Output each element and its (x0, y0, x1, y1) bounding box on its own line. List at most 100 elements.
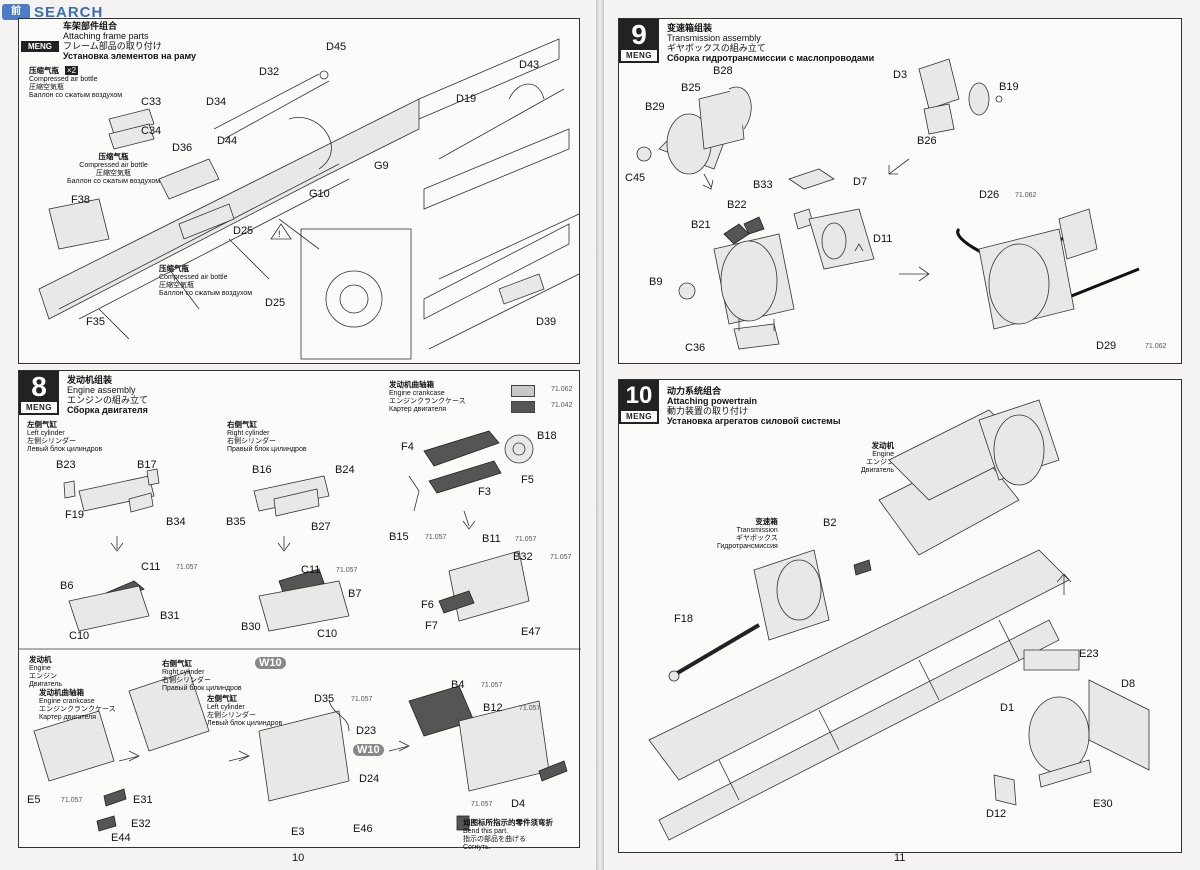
label-d26: D26 (979, 189, 1000, 201)
label-c11a: C11 (141, 561, 161, 573)
trans-title-ru: Сборка гидротрансмиссии с маслопроводами (667, 53, 875, 63)
label-c11b: C11 (301, 564, 321, 576)
bottle1-cn: 压缩气瓶 (29, 66, 59, 75)
bottle1-multiplier: ×2 (64, 66, 79, 75)
sub-crank-cn: 发动机曲轴箱 (39, 688, 84, 697)
label-d23: D23 (356, 725, 377, 737)
paint-c11b: 71.057 (336, 567, 358, 574)
paint-swatch-light (511, 385, 535, 397)
bend-en: Bend this part. (463, 828, 509, 835)
label-b31: B31 (160, 610, 180, 622)
crank-en: Engine crankcase (389, 390, 445, 397)
paint-swatch-dark (511, 401, 535, 413)
label-f7: F7 (425, 620, 438, 632)
step-9-number: 9 (631, 19, 647, 50)
w10-badge: W10 (255, 657, 286, 669)
power-trans-cn: 变速箱 (755, 517, 778, 526)
trans-title-cn: 变速箱组装 (667, 23, 713, 33)
label-f38: F38 (71, 194, 90, 206)
label-b24: B24 (335, 464, 355, 476)
label-d11: D11 (873, 233, 893, 245)
label-c45: C45 (625, 172, 646, 184)
powertrain-drawing (648, 399, 1150, 841)
paint-b11: 71.057 (515, 536, 537, 543)
label-c33: C33 (141, 96, 162, 108)
label-e3: E3 (291, 826, 305, 838)
sub-engine-jp: エンジン (29, 673, 57, 680)
bottle1-jp: 圧縮空気瓶 (29, 84, 64, 91)
engine-title-jp: エンジンの組み立て (67, 395, 149, 405)
svg-text:!: ! (278, 229, 281, 239)
crank-ru: Картер двигателя (389, 406, 447, 413)
label-w10b: W10 (353, 744, 384, 756)
bottle3-cn: 压缩气瓶 (159, 264, 189, 273)
step-10-brand: MENG (621, 411, 657, 422)
paint-b32: 71.057 (550, 554, 572, 561)
sub-lc-cn: 左侧气缸 (207, 694, 237, 703)
paint-e5: 71.057 (61, 797, 83, 804)
left-cyl-caption-2: 左侧气缸 Left cylinder 左側シリンダー Левый блок ци… (207, 695, 282, 728)
watermark-logo-icon: 前 (2, 4, 30, 20)
label-e47: E47 (521, 626, 541, 638)
step-10-badge: 10 MENG (619, 380, 659, 424)
engine-assembly-drawing (19, 430, 581, 832)
right-cyl-ru: Правый блок цилиндров (227, 446, 307, 453)
label-d45: D45 (326, 41, 347, 53)
paint-code-2: 71.042 (551, 402, 573, 409)
label-d32: D32 (259, 66, 280, 78)
label-f5: F5 (521, 474, 534, 486)
label-e30: E30 (1093, 798, 1113, 810)
sub-rc-en: Right cylinder (162, 669, 205, 676)
bottle3-jp: 圧縮空気瓶 (159, 282, 194, 289)
watermark-text: SEARCH (34, 4, 104, 21)
bottle1-ru: Баллон со сжатым воздухом (29, 92, 123, 99)
label-c36: C36 (685, 342, 706, 354)
frame-step-panel: MENG 车架部件组合 Attaching frame parts フレーム部品… (18, 18, 580, 364)
engine-title-en: Engine assembly (67, 385, 136, 395)
engine-caption: 发动机 Engine エンジン Двигатель (29, 656, 62, 689)
sub-lc-en: Left cylinder (207, 704, 245, 711)
label-d35: D35 (314, 693, 335, 705)
right-cylinder-caption: 右侧气缸 Right cylinder 右側シリンダー Правый блок … (227, 421, 307, 454)
frame-assembly-drawing: ! (38, 38, 580, 360)
sub-engine-ru: Двигатель (29, 681, 63, 688)
paint-d26: 71.062 (1015, 192, 1037, 199)
label-b17: B17 (137, 459, 157, 471)
label-c10b: C10 (317, 628, 338, 640)
label-d12: D12 (986, 808, 1007, 820)
right-page-number: 11 (894, 852, 906, 864)
sub-rc-jp: 右側シリンダー (162, 677, 211, 684)
paint-d29: 71.062 (1145, 343, 1167, 350)
label-f19: F19 (65, 509, 84, 521)
label-d34: D34 (206, 96, 227, 108)
power-trans-ru: Гидротрансмиссия (717, 543, 778, 550)
right-cyl-caption-2: 右侧气缸 Right cylinder 右側シリンダー Правый блок … (162, 660, 242, 693)
power-engine-cn: 发动机 (871, 441, 895, 450)
label-b21: B21 (691, 219, 711, 231)
label-f18: F18 (674, 613, 693, 625)
paint-code-1: 71.062 (551, 386, 573, 393)
label-e46: E46 (353, 823, 373, 835)
engine-step-title: 发动机组装 Engine assembly エンジンの組み立て Сборка д… (67, 375, 148, 415)
label-g9: G9 (374, 160, 389, 172)
bottle2-jp: 圧縮空気瓶 (96, 170, 132, 177)
engine-title-ru: Сборка двигателя (67, 405, 148, 415)
sub-crank-jp: エンジンクランクケース (39, 706, 116, 713)
bottle3-en: Compressed air bottle (159, 274, 228, 281)
site-watermark: 前 SEARCH (0, 0, 160, 30)
label-b12: B12 (483, 702, 503, 714)
step-10-number: 10 (625, 382, 653, 409)
label-b30: B30 (241, 621, 261, 633)
label-f4: F4 (401, 441, 414, 453)
paint-d4: 71.057 (471, 801, 493, 808)
label-b23: B23 (56, 459, 76, 471)
power-title-en: Attaching powertrain (667, 396, 758, 406)
left-cyl-en: Left cylinder (27, 430, 65, 437)
label-b25: B25 (681, 82, 701, 94)
frame-step-brand-badge: MENG (21, 41, 59, 52)
bend-note: 如图标所指示的零件须弯折 Bend this part. 指示の部品を曲げる С… (463, 819, 553, 852)
power-trans-jp: ギヤボックス (736, 535, 778, 542)
left-page-number: 10 (292, 852, 305, 864)
crank-cn: 发动机曲轴箱 (389, 380, 434, 389)
step-8-number: 8 (31, 371, 47, 402)
